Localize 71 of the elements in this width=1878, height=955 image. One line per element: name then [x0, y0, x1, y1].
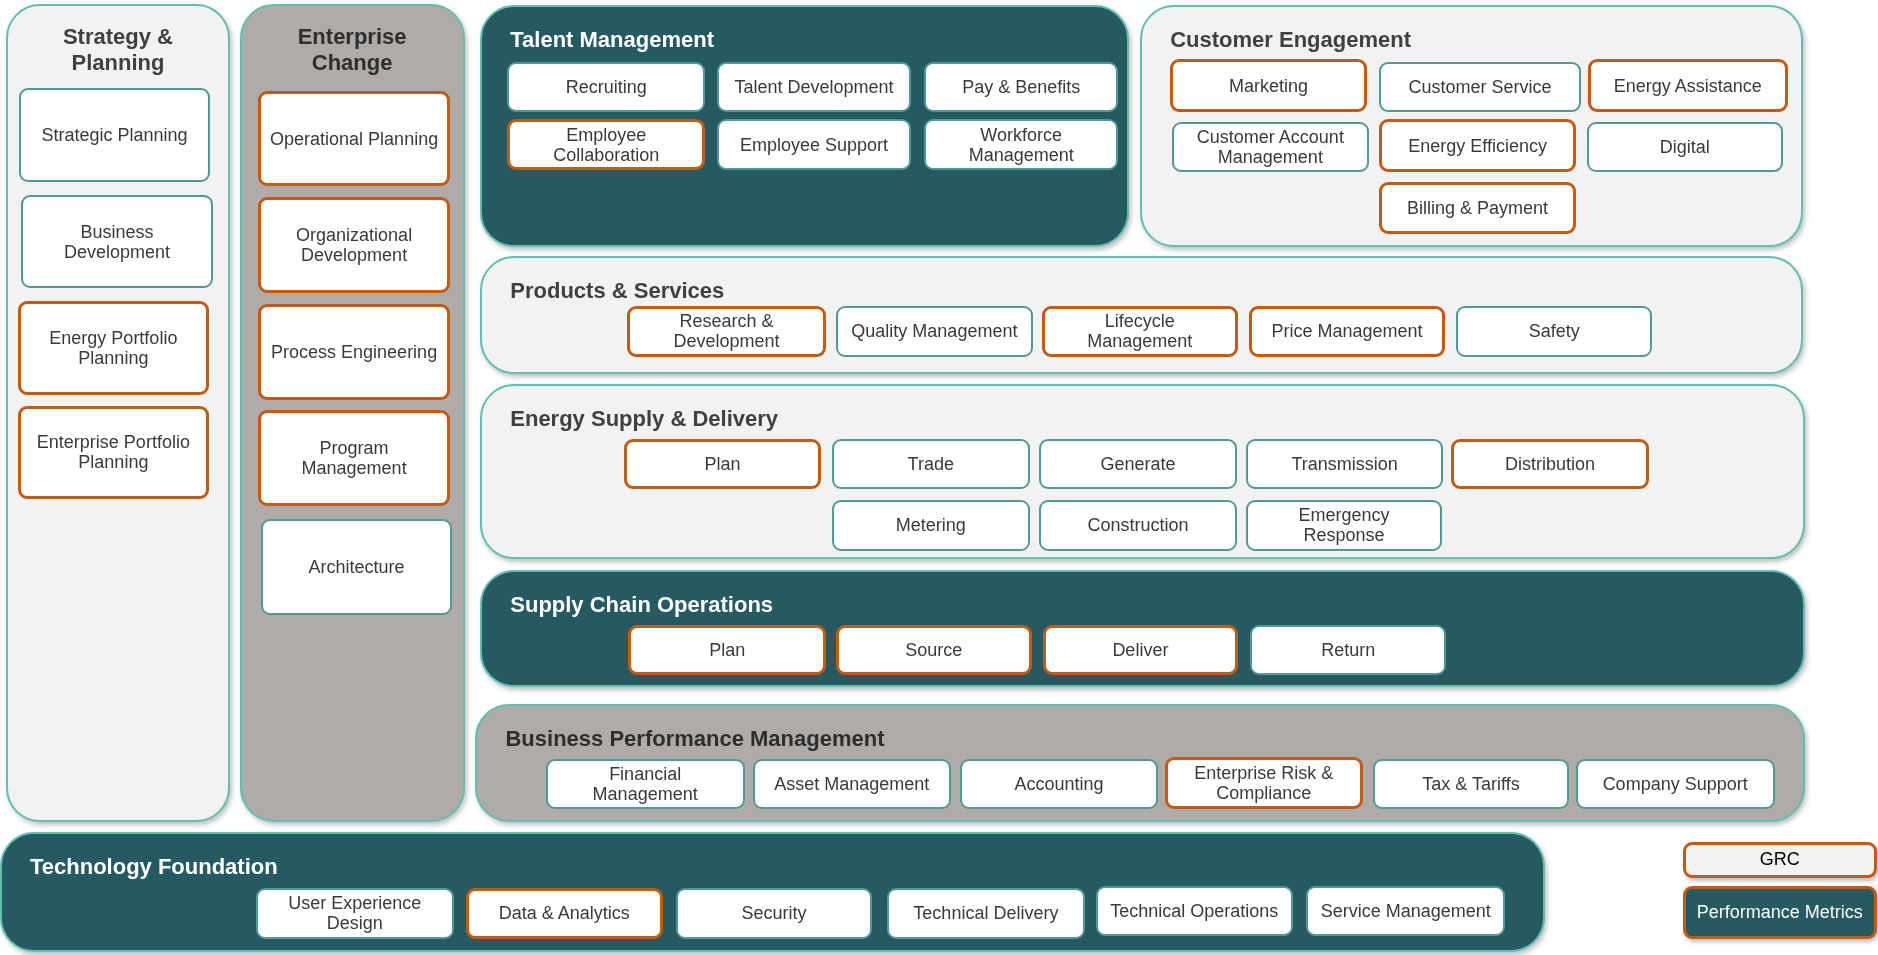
capability-box: Employee Collaboration: [507, 119, 705, 170]
legend-swatch: GRC: [1682, 842, 1877, 878]
capability-box: User Experience Design: [255, 888, 454, 939]
capability-box: Digital: [1586, 121, 1783, 173]
capability-box: Price Management: [1248, 306, 1446, 357]
group-title: Supply Chain Operations: [510, 592, 774, 619]
capability-box: Data & Analytics: [465, 888, 664, 939]
capability-group-panel: [480, 4, 1130, 247]
group-title: Business Performance Management: [505, 726, 885, 753]
capability-box: Deliver: [1042, 624, 1238, 676]
capability-group-panel: [1140, 4, 1803, 247]
capability-box: Security: [676, 888, 872, 939]
capability-box: Accounting: [960, 758, 1158, 810]
capability-box: Program Management: [258, 410, 450, 507]
capability-box: Enterprise Portfolio Planning: [17, 405, 210, 499]
capability-box: Plan: [623, 439, 822, 490]
capability-box: Transmission: [1246, 439, 1443, 490]
capability-box: Construction: [1039, 500, 1237, 551]
capability-box: Plan: [628, 624, 826, 676]
capability-box: Organizational Development: [258, 197, 450, 293]
capability-box: Recruiting: [507, 61, 705, 113]
capability-box: Customer Service: [1379, 61, 1581, 113]
capability-box: Emergency Response: [1246, 500, 1442, 551]
group-title: Technology Foundation: [30, 854, 278, 881]
capability-box: Business Development: [21, 194, 213, 289]
capability-box: Billing & Payment: [1379, 181, 1576, 235]
capability-box: Financial Management: [545, 758, 745, 810]
capability-box: Quality Management: [835, 306, 1034, 357]
capability-group-panel: [480, 256, 1803, 374]
capability-box: Technical Delivery: [887, 888, 1085, 939]
capability-box: Source: [835, 624, 1032, 676]
capability-box: Safety: [1456, 306, 1653, 357]
capability-box: Lifecycle Management: [1041, 306, 1238, 357]
group-title: Enterprise Change: [296, 23, 408, 76]
capability-box: Architecture: [260, 519, 453, 616]
capability-box: Service Management: [1306, 885, 1506, 937]
group-title: Customer Engagement: [1170, 26, 1412, 53]
group-title: Energy Supply & Delivery: [510, 406, 779, 433]
capability-box: Research & Development: [627, 306, 826, 357]
capability-box: Workforce Management: [924, 119, 1119, 170]
capability-box: Generate: [1039, 439, 1237, 490]
capability-box: Distribution: [1451, 439, 1649, 490]
capability-box: Energy Assistance: [1587, 59, 1788, 113]
capability-box: Technical Operations: [1095, 885, 1294, 937]
capability-box: Process Engineering: [258, 303, 450, 400]
capability-box: Customer Account Management: [1172, 121, 1369, 173]
capability-group-panel: [475, 704, 1805, 822]
capability-box: Operational Planning: [258, 90, 450, 187]
capability-box: Energy Portfolio Planning: [17, 301, 210, 395]
capability-box: Trade: [832, 439, 1030, 490]
legend-swatch: Performance Metrics: [1682, 886, 1877, 939]
capability-box: Tax & Tariffs: [1373, 758, 1569, 810]
group-title: Products & Services: [510, 278, 725, 305]
capability-box: Strategic Planning: [18, 88, 211, 182]
capability-box: Enterprise Risk & Compliance: [1164, 756, 1363, 810]
group-title: Strategy & Planning: [61, 23, 174, 76]
capability-box: Talent Development: [717, 61, 912, 113]
capability-box: Company Support: [1575, 758, 1775, 810]
capability-box: Asset Management: [752, 758, 951, 810]
capability-group-panel: [0, 832, 1546, 953]
capability-group-panel: [480, 384, 1805, 560]
capability-group-panel: [239, 3, 465, 822]
capability-box: Marketing: [1169, 59, 1368, 113]
capability-box: Return: [1250, 624, 1447, 676]
capability-box: Energy Efficiency: [1379, 119, 1576, 173]
capability-box: Employee Support: [717, 119, 912, 170]
capability-box: Metering: [832, 500, 1030, 551]
capability-group-panel: [480, 570, 1805, 688]
capability-box: Pay & Benefits: [924, 61, 1119, 113]
group-title: Talent Management: [510, 26, 714, 53]
capability-group-panel: [6, 3, 230, 822]
